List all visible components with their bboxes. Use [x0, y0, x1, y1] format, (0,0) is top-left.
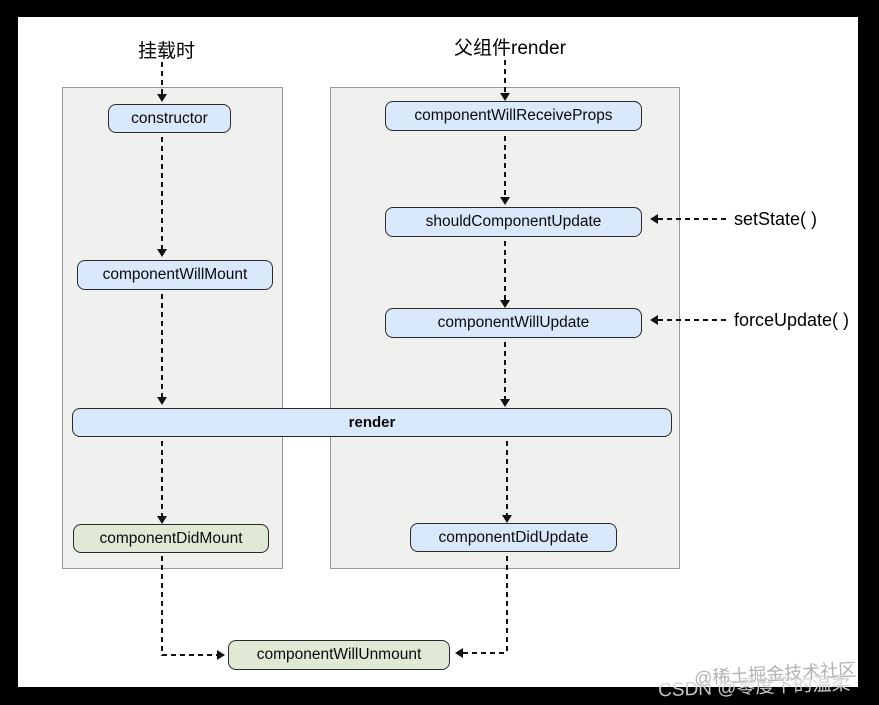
node-component-will-update: componentWillUpdate — [385, 308, 642, 338]
arrow-willreceiveprops-to-shouldupdate — [504, 136, 506, 197]
arrow-render-to-didmount — [161, 441, 163, 516]
arrowhead-left-icon — [650, 214, 658, 224]
arrow-didmount-elbow-horizontal — [162, 654, 217, 656]
arrow-render-to-didupdate — [506, 441, 508, 515]
mount-phase-label: 挂载时 — [138, 41, 196, 62]
arrowhead-left-icon — [455, 648, 463, 658]
arrow-willmount-to-render — [161, 294, 163, 397]
node-component-will-mount: componentWillMount — [77, 260, 273, 290]
arrowhead-down-icon — [500, 197, 510, 205]
arrowhead-down-icon — [502, 515, 512, 523]
arrowhead-down-icon — [157, 516, 167, 524]
parent-render-phase-label: 父组件render — [454, 38, 566, 59]
setstate-annotation: setState( ) — [734, 209, 818, 229]
node-component-will-unmount: componentWillUnmount — [228, 640, 450, 670]
arrow-didupdate-elbow-vertical — [506, 556, 508, 654]
node-constructor: constructor — [108, 104, 231, 133]
mount-lifecycle-panel — [62, 87, 283, 569]
forceupdate-annotation: forceUpdate( ) — [734, 310, 850, 330]
node-component-will-receive-props: componentWillReceiveProps — [385, 101, 642, 131]
arrow-parentrender-to-willreceiveprops — [504, 60, 506, 93]
arrow-didmount-elbow-vertical — [161, 556, 163, 656]
watermark-csdn: CSDN @零度下的温柔 — [657, 673, 851, 702]
arrow-constructor-to-willmount — [161, 137, 163, 249]
arrowhead-down-icon — [500, 300, 510, 308]
node-component-did-update: componentDidUpdate — [410, 523, 617, 552]
node-should-component-update: shouldComponentUpdate — [385, 207, 642, 237]
arrow-forceupdate — [658, 319, 730, 321]
arrow-didupdate-elbow-horizontal — [463, 652, 507, 654]
arrow-shouldupdate-to-willupdate — [504, 241, 506, 300]
arrow-setstate — [658, 218, 730, 220]
arrowhead-down-icon — [500, 399, 510, 407]
node-component-did-mount: componentDidMount — [73, 524, 269, 553]
node-render: render — [72, 408, 672, 437]
arrow-mount-to-constructor — [161, 62, 163, 94]
arrowhead-down-icon — [157, 94, 167, 102]
arrowhead-down-icon — [157, 249, 167, 257]
arrowhead-down-icon — [500, 93, 510, 101]
arrowhead-left-icon — [650, 315, 658, 325]
arrowhead-right-icon — [217, 650, 225, 660]
arrow-willupdate-to-render — [504, 342, 506, 399]
arrowhead-down-icon — [157, 397, 167, 405]
